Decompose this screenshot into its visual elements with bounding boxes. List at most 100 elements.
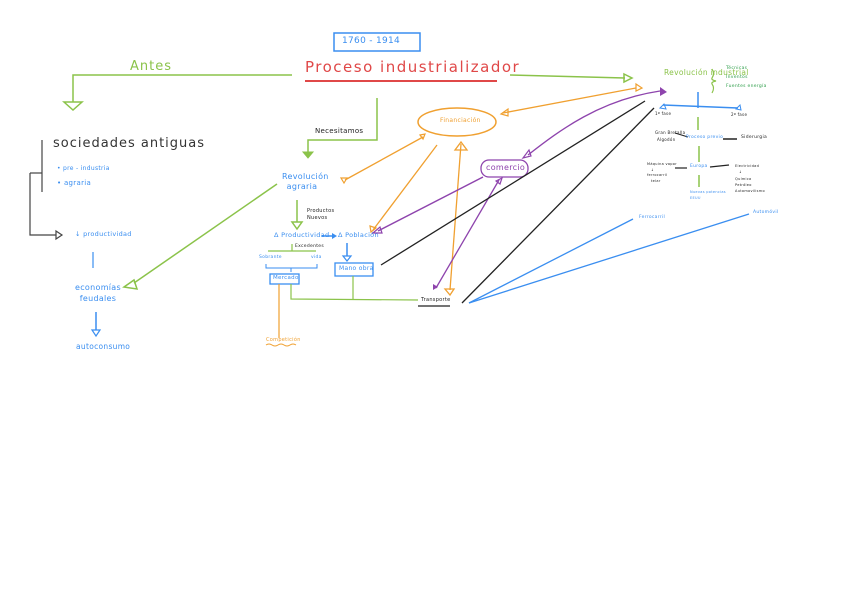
financing-to-agri-arrowhead-b xyxy=(418,133,426,141)
commerce-pill xyxy=(480,159,529,178)
railway-label: Ferrocarril xyxy=(639,215,666,220)
feudal-economy: economías feudales xyxy=(75,283,121,304)
surplus-bracket xyxy=(265,264,318,269)
industrial-to-commerce-arrowhead xyxy=(521,148,532,159)
financing-ellipse xyxy=(417,107,497,137)
transport-to-railway-line xyxy=(468,218,634,304)
labor-to-industrial-line xyxy=(380,100,646,266)
second-right-line-2: ↓ xyxy=(739,170,743,175)
antes-arrowhead xyxy=(62,101,84,112)
labor-label: Mano obra xyxy=(339,265,374,272)
left-bullet-1: • pre - industria xyxy=(57,165,110,172)
transport-to-automobile-line xyxy=(468,213,750,304)
commerce-label: comercio xyxy=(486,163,526,172)
left-bullet-2-text: agraria xyxy=(63,179,92,187)
second-left-line-4: telar xyxy=(651,178,661,183)
left-bullet-2: • agraria xyxy=(57,179,92,187)
financing-label: Financiación xyxy=(440,117,481,124)
transport-label: Transporte xyxy=(421,297,451,303)
agri-to-feudal-connector xyxy=(133,183,278,284)
financing-to-agri-arrowhead-a xyxy=(339,177,349,185)
productivity-to-population-arrowhead xyxy=(332,233,337,239)
financing-bottom-arrowhead xyxy=(443,288,456,297)
financing-to-industrial-line xyxy=(502,87,637,114)
industrial-to-commerce-line xyxy=(527,90,661,156)
financing-to-population-line xyxy=(372,144,438,231)
antes-connector xyxy=(72,74,292,102)
brace xyxy=(711,68,717,94)
financing-to-industrial-arrowhead xyxy=(499,107,509,117)
extra-left: Sobrante xyxy=(259,255,282,260)
left-bracket-arrowhead xyxy=(55,229,64,241)
industrial-side-purple-arrowhead xyxy=(660,87,667,96)
financing-to-agri-line xyxy=(344,136,424,181)
population-to-labor-arrowhead xyxy=(341,255,353,262)
automobile-label: Automóvil xyxy=(753,210,779,215)
needs-connector xyxy=(307,98,378,152)
economy-to-selfconsumption-arrowhead xyxy=(90,329,102,338)
second-right: Electricidad ↓ Química Petróleo Automovi… xyxy=(735,163,765,194)
branch-right-arrowhead xyxy=(734,103,742,111)
commerce-bottom-arrowhead xyxy=(494,176,504,185)
industrial-branch-bar xyxy=(662,104,739,109)
competition-underline xyxy=(265,343,297,347)
market-label: Mercado xyxy=(273,275,299,281)
financing-top-arrowhead xyxy=(453,140,469,151)
industrial-revolution-line1: Revolución industrial xyxy=(664,69,749,77)
market-box xyxy=(269,273,300,285)
first-right: Siderurgia xyxy=(741,135,768,140)
second-left-line-1: Máquina vapor xyxy=(647,162,677,166)
sub-center-line-2: EEUU xyxy=(690,195,701,200)
financing-to-transport-line xyxy=(449,143,462,291)
labor-box xyxy=(334,262,374,277)
title-to-industrial-connector xyxy=(509,74,626,79)
sub-center-line-1: Nuevas potencias xyxy=(690,190,726,194)
second-left-line-3: ferrocarril xyxy=(647,173,668,178)
extra-right: vida xyxy=(311,255,322,260)
first-left-connector xyxy=(674,132,689,138)
transport-to-industrial-line xyxy=(461,107,655,304)
low-productivity: ↓ productividad xyxy=(75,230,132,238)
first-left-top: Gran Bretaña xyxy=(655,130,686,135)
second-right-line-3: Química xyxy=(735,176,752,181)
second-right-line-1: Electricidad xyxy=(735,164,760,168)
second-right-line-4: Petróleo xyxy=(735,182,752,187)
title: Proceso industrializador xyxy=(305,58,521,76)
industrial-revolution-label: Revolución industrial xyxy=(664,68,749,77)
agri-to-feudal-arrowhead xyxy=(122,278,139,290)
brace-item-3: Fuentes energía xyxy=(726,84,767,89)
title-to-industrial-arrowhead xyxy=(623,72,634,84)
agri-to-productivity-arrowhead xyxy=(290,221,304,231)
commerce-to-population-line xyxy=(377,176,484,232)
competition-label: Competición xyxy=(266,337,301,343)
first-process: Proceso previo xyxy=(686,135,724,140)
market-to-transport-line xyxy=(290,284,419,301)
sub-center: Nuevas potencias EEUU xyxy=(690,190,726,201)
before-label: Antes xyxy=(130,59,173,74)
brace-item-2: Inventos xyxy=(726,75,748,80)
period-label: 1760 - 1914 xyxy=(342,36,401,46)
branch-left-label: 1ª fase xyxy=(655,111,672,116)
needs-arrowhead xyxy=(301,151,315,159)
agri-revolution: Revolución agraria xyxy=(282,172,329,192)
second-right-connector xyxy=(709,164,730,168)
period-box xyxy=(333,32,421,52)
self-consumption: autoconsumo xyxy=(76,342,131,351)
productivity-up: Δ Productividad xyxy=(274,231,330,239)
commerce-to-transport-arrowhead xyxy=(433,284,438,290)
left-bracket-arrow xyxy=(29,173,56,236)
left-bullet-1-text: pre - industria xyxy=(63,165,110,172)
second-left-line-2: ↓ xyxy=(651,167,655,172)
branch-left-arrowhead xyxy=(658,103,667,110)
new-products: Productos Nuevos xyxy=(307,208,335,221)
needs-label: Necesitamos xyxy=(315,127,364,135)
commerce-to-population-arrowhead xyxy=(371,225,383,234)
first-left-sub: Algodón xyxy=(657,137,676,142)
left-heading: sociedades antiguas xyxy=(53,136,206,151)
population-up: Δ Población xyxy=(338,231,379,239)
brace-item-1: Técnicas xyxy=(726,66,748,71)
second-right-line-5: Automovilismo xyxy=(735,189,765,194)
industrial-side-orange-arrowhead xyxy=(635,82,644,92)
surplus-label: Excedentes xyxy=(295,244,325,249)
